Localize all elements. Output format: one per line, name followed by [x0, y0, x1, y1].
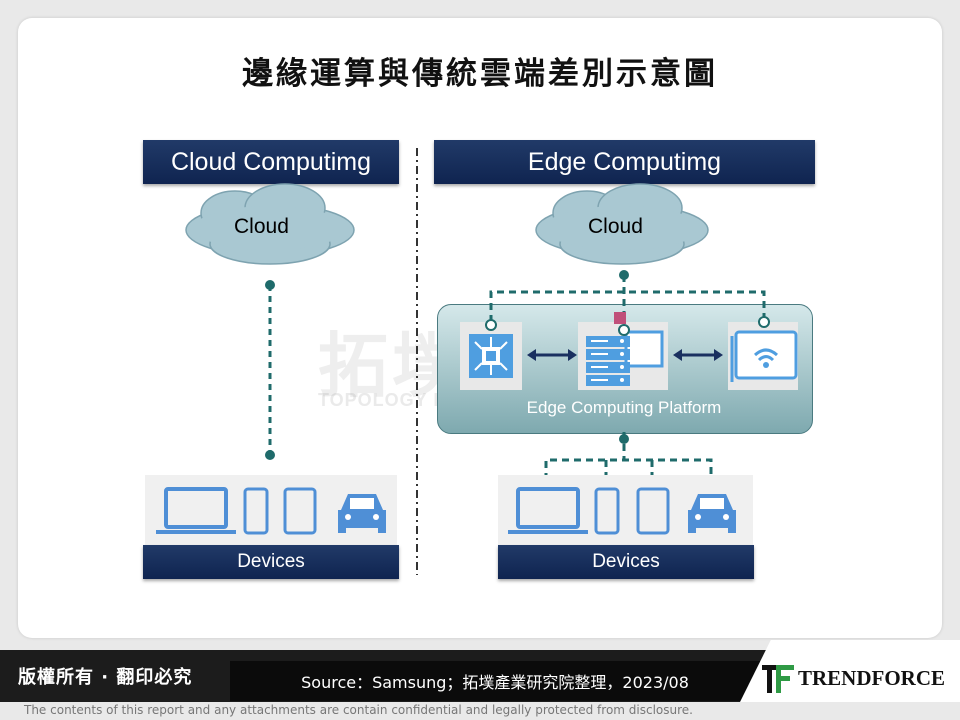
trendforce-logo-text: TRENDFORCE [798, 666, 946, 690]
edge-computing-header: Edge Computimg [434, 140, 815, 184]
source-text: Source：Samsung；拓墣產業研究院整理，2023/08 [230, 661, 760, 701]
left-car-icon [338, 494, 386, 533]
trendforce-logo-icon [762, 665, 794, 693]
left-cloud-shape [185, 183, 355, 265]
left-cloud-label: Cloud [234, 215, 289, 238]
left-laptop-icon [156, 487, 236, 534]
copyright-text: 版權所有 · 翻印必究 [18, 667, 193, 688]
cloud-computing-header: Cloud Computimg [143, 140, 399, 184]
right-devices-label: Devices [498, 545, 754, 579]
left-phone-icon [243, 487, 269, 535]
edge-platform-label: Edge Computing Platform [526, 398, 722, 417]
left-tablet-icon [283, 487, 317, 535]
right-cloud-shape [535, 183, 709, 265]
disclaimer-text: The contents of this report and any atta… [24, 703, 693, 717]
right-phone-icon [594, 487, 620, 535]
right-tablet-icon [636, 487, 670, 535]
right-laptop-icon [508, 487, 588, 534]
left-devices-label: Devices [143, 545, 399, 579]
right-car-icon [688, 494, 736, 533]
page-title: 邊緣運算與傳統雲端差別示意圖 [242, 56, 718, 92]
chip-icon [460, 322, 522, 390]
wifi-device-icon [728, 322, 798, 390]
right-cloud-label: Cloud [588, 215, 643, 238]
